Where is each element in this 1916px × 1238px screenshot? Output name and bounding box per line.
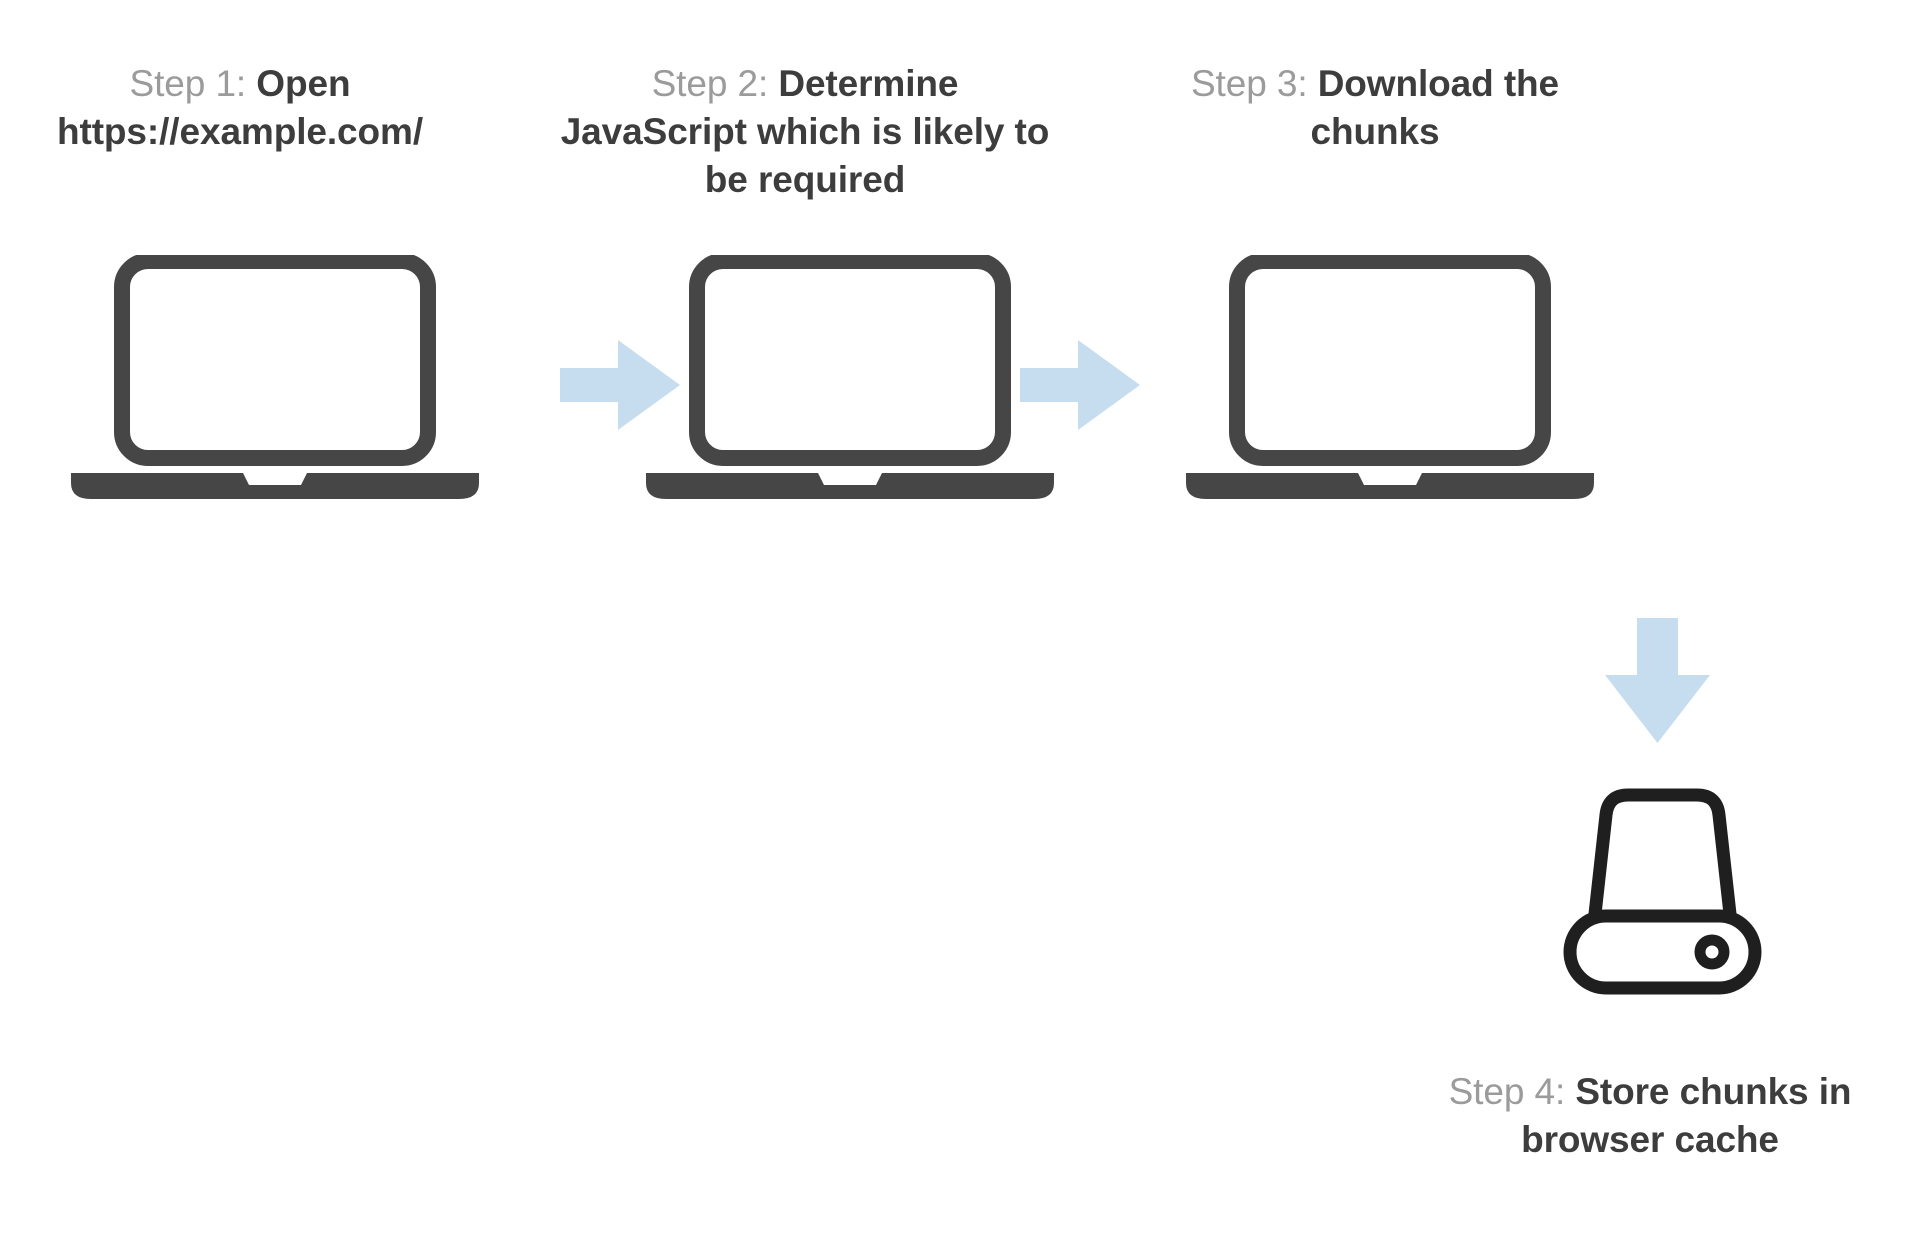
step-3-prefix: Step 3: — [1190, 63, 1318, 104]
step-3-body: Download the chunks — [1310, 63, 1560, 153]
step-2-prefix: Step 2: — [651, 63, 779, 104]
laptop-icon-svg — [1186, 253, 1594, 499]
step-1-prefix: Step 1: — [129, 63, 257, 104]
laptop-screen-bezel — [114, 253, 436, 466]
storage-base-tray — [1563, 909, 1762, 995]
arrow-right-icon — [1020, 340, 1140, 430]
step-2-caption: Step 2: Determine JavaScript which is li… — [555, 60, 1055, 204]
arrow-right-shape — [560, 340, 680, 430]
laptop-base — [1186, 473, 1594, 499]
arrow-right-svg — [560, 340, 680, 430]
arrow-right-svg — [1020, 340, 1140, 430]
laptop-icon-svg — [71, 253, 479, 499]
storage-drive-icon — [1545, 783, 1780, 998]
laptop-icon — [1180, 253, 1600, 505]
laptop-base — [646, 473, 1054, 499]
step-1-body: Open https://example.com/ — [56, 63, 424, 153]
storage-body-top — [1587, 788, 1738, 930]
step-4-caption: Step 4: Store chunks in browser cache — [1440, 1068, 1860, 1164]
laptop-icon-svg — [646, 253, 1054, 499]
arrow-right-shape — [1020, 340, 1140, 430]
step-4-body: Store chunks in browser cache — [1521, 1071, 1852, 1161]
storage-indicator-dot — [1694, 934, 1730, 970]
arrow-right-icon — [560, 340, 680, 430]
arrow-down-svg — [1605, 618, 1710, 743]
step-1-caption: Step 1: Open https://example.com/ — [30, 60, 450, 156]
storage-drive-svg — [1563, 788, 1762, 995]
arrow-down-shape — [1605, 618, 1710, 743]
arrow-down-icon — [1605, 618, 1710, 743]
step-2-body: Determine JavaScript which is likely to … — [560, 63, 1050, 201]
step-4-prefix: Step 4: — [1448, 1071, 1576, 1112]
laptop-icon — [65, 253, 485, 505]
laptop-screen-bezel — [689, 253, 1011, 466]
laptop-icon — [640, 253, 1060, 505]
laptop-screen-bezel — [1229, 253, 1551, 466]
step-3-caption: Step 3: Download the chunks — [1175, 60, 1575, 156]
laptop-base — [71, 473, 479, 499]
